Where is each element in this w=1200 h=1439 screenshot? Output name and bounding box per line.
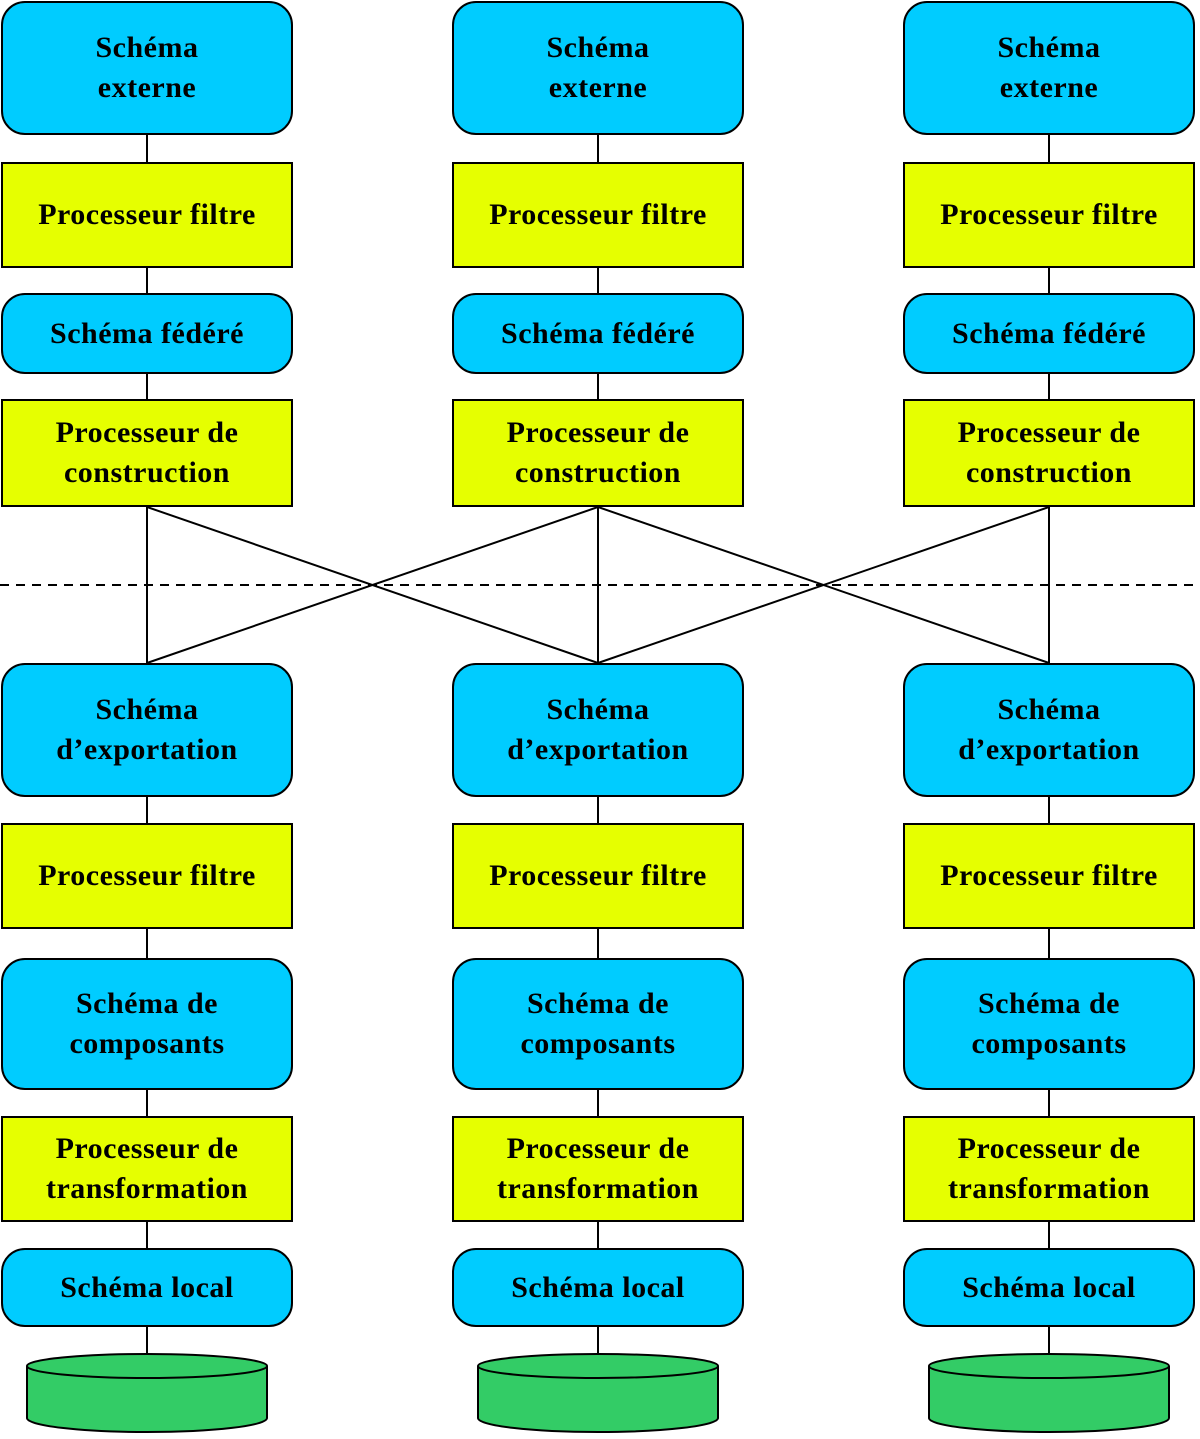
- external-schema-box: Schéma externe: [452, 1, 744, 135]
- component-schema-label: Schéma de composants: [971, 987, 1127, 1060]
- external-schema-box: Schéma externe: [1, 1, 293, 135]
- transformation-processor-box: Processeur de transformation: [1, 1116, 293, 1222]
- component-schema-box: Schéma de composants: [452, 958, 744, 1090]
- external-schema-label: Schéma externe: [546, 31, 650, 104]
- construction-processor-box: Processeur de construction: [1, 399, 293, 507]
- filter-processor-label: Processeur filtre: [489, 859, 707, 892]
- external-schema-label: Schéma externe: [95, 31, 199, 104]
- federated-schema-box: Schéma fédéré: [452, 293, 744, 374]
- component-schema-box: Schéma de composants: [1, 958, 293, 1090]
- external-schema-label: Schéma externe: [997, 31, 1101, 104]
- filter-processor-label: Processeur filtre: [940, 859, 1158, 892]
- filter-processor-box: Processeur filtre: [903, 823, 1195, 929]
- construction-processor-label: Processeur de construction: [506, 416, 690, 489]
- external-schema-box: Schéma externe: [903, 1, 1195, 135]
- federated-schema-box: Schéma fédéré: [903, 293, 1195, 374]
- transformation-processor-label: Processeur de transformation: [497, 1132, 699, 1205]
- export-schema-label: Schéma d’exportation: [958, 693, 1140, 766]
- construction-processor-box: Processeur de construction: [452, 399, 744, 507]
- database-cylinder-icon: [26, 1353, 268, 1433]
- construction-processor-label: Processeur de construction: [55, 416, 239, 489]
- filter-processor-box: Processeur filtre: [1, 162, 293, 268]
- filter-processor-box: Processeur filtre: [903, 162, 1195, 268]
- local-schema-box: Schéma local: [1, 1248, 293, 1327]
- construction-processor-box: Processeur de construction: [903, 399, 1195, 507]
- filter-processor-label: Processeur filtre: [489, 198, 707, 231]
- local-schema-label: Schéma local: [60, 1270, 234, 1304]
- local-schema-label: Schéma local: [962, 1270, 1136, 1304]
- federated-schema-label: Schéma fédéré: [50, 316, 244, 350]
- local-schema-label: Schéma local: [511, 1270, 685, 1304]
- transformation-processor-box: Processeur de transformation: [452, 1116, 744, 1222]
- transformation-processor-box: Processeur de transformation: [903, 1116, 1195, 1222]
- federated-schema-label: Schéma fédéré: [501, 316, 695, 350]
- filter-processor-label: Processeur filtre: [940, 198, 1158, 231]
- filter-processor-label: Processeur filtre: [38, 198, 256, 231]
- component-schema-label: Schéma de composants: [520, 987, 676, 1060]
- federated-schema-label: Schéma fédéré: [952, 316, 1146, 350]
- component-schema-label: Schéma de composants: [69, 987, 225, 1060]
- construction-processor-label: Processeur de construction: [957, 416, 1141, 489]
- transformation-processor-label: Processeur de transformation: [948, 1132, 1150, 1205]
- export-schema-label: Schéma d’exportation: [507, 693, 689, 766]
- export-schema-label: Schéma d’exportation: [56, 693, 238, 766]
- filter-processor-box: Processeur filtre: [452, 162, 744, 268]
- export-schema-box: Schéma d’exportation: [1, 663, 293, 797]
- federated-schema-box: Schéma fédéré: [1, 293, 293, 374]
- filter-processor-label: Processeur filtre: [38, 859, 256, 892]
- database-cylinder-icon: [928, 1353, 1170, 1433]
- transformation-processor-label: Processeur de transformation: [46, 1132, 248, 1205]
- export-schema-box: Schéma d’exportation: [452, 663, 744, 797]
- filter-processor-box: Processeur filtre: [1, 823, 293, 929]
- filter-processor-box: Processeur filtre: [452, 823, 744, 929]
- export-schema-box: Schéma d’exportation: [903, 663, 1195, 797]
- component-schema-box: Schéma de composants: [903, 958, 1195, 1090]
- local-schema-box: Schéma local: [452, 1248, 744, 1327]
- database-cylinder-icon: [477, 1353, 719, 1433]
- local-schema-box: Schéma local: [903, 1248, 1195, 1327]
